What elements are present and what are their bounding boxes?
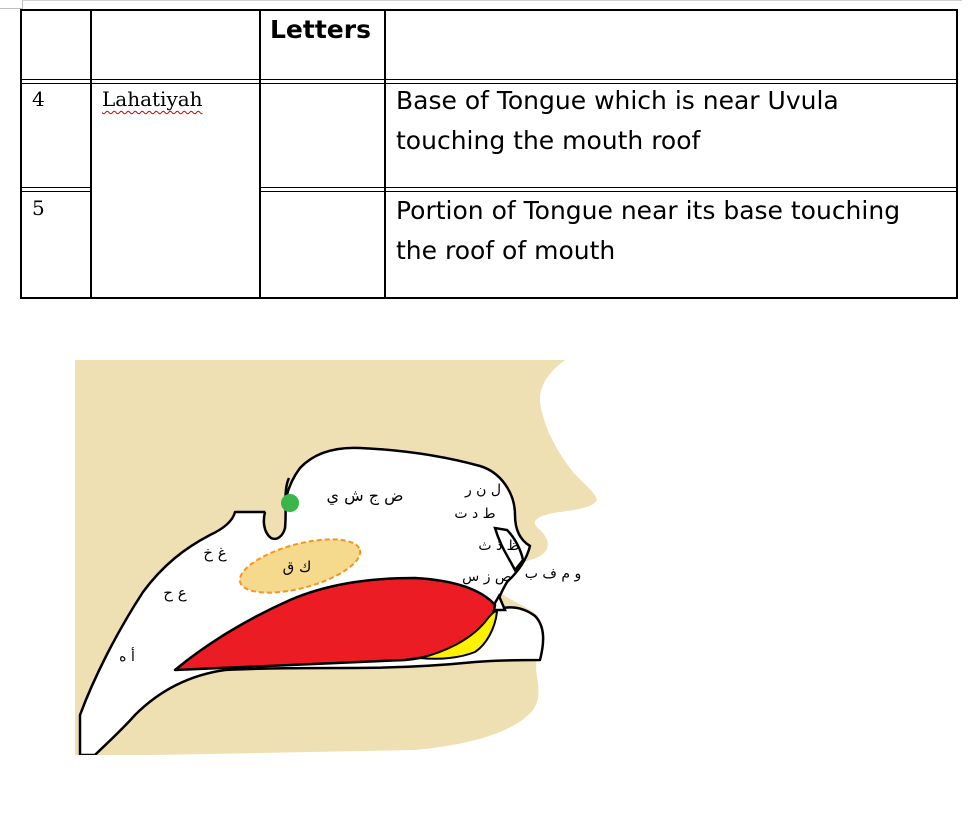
column-divider — [90, 9, 92, 299]
column-divider — [384, 9, 386, 299]
lahatiyah-letters: ك ق — [283, 558, 312, 576]
row-divider — [259, 191, 958, 192]
page-top-rule — [22, 0, 962, 1]
mouth-articulation-diagram: ض ج ش ي ك ق غ خ ع ح أ ه ل ن ر ط د ت ظ ذ … — [75, 360, 597, 755]
header-letters: Letters — [270, 15, 371, 44]
tongue-tip — [419, 610, 499, 660]
tip-low-letters: ظ ذ ث — [478, 538, 519, 554]
tip-top-letters: ل ن ر — [464, 482, 501, 498]
makhraj-name: Lahatiyah — [102, 87, 203, 111]
row-divider — [20, 191, 92, 192]
row-number: 5 — [32, 196, 45, 220]
row-description-line: Base of Tongue which is near Uvula — [396, 86, 839, 115]
row-divider — [20, 83, 958, 84]
table-border-bottom — [20, 297, 958, 299]
uvula-dot — [281, 494, 299, 512]
table-border-left — [20, 9, 22, 299]
lip-letters: و م ف ب — [525, 566, 581, 582]
row-divider — [20, 79, 958, 80]
row-description-line: Portion of Tongue near its base touching — [396, 196, 901, 225]
roof-letters: ض ج ش ي — [327, 486, 404, 506]
upper-teeth — [493, 526, 525, 573]
row-description-line: touching the mouth roof — [396, 126, 701, 155]
row-description-line: the roof of mouth — [396, 236, 616, 265]
upper-throat-letters: غ خ — [203, 544, 226, 562]
table-border-top — [20, 9, 958, 11]
whistle-letters: ص ز س — [462, 569, 512, 585]
column-divider — [259, 9, 261, 299]
row-divider — [259, 187, 958, 188]
row-divider — [20, 187, 92, 188]
table-border-right — [956, 9, 958, 299]
articulation-table: Letters 4 Lahatiyah Base of Tongue which… — [20, 9, 958, 299]
deep-throat-letters: أ ه — [119, 647, 135, 665]
mid-throat-letters: ع ح — [163, 584, 186, 602]
row-number: 4 — [32, 87, 45, 111]
lahatiyah-highlight — [238, 538, 362, 594]
page-corner-mark — [0, 0, 23, 9]
tip-mid-letters: ط د ت — [454, 506, 495, 522]
